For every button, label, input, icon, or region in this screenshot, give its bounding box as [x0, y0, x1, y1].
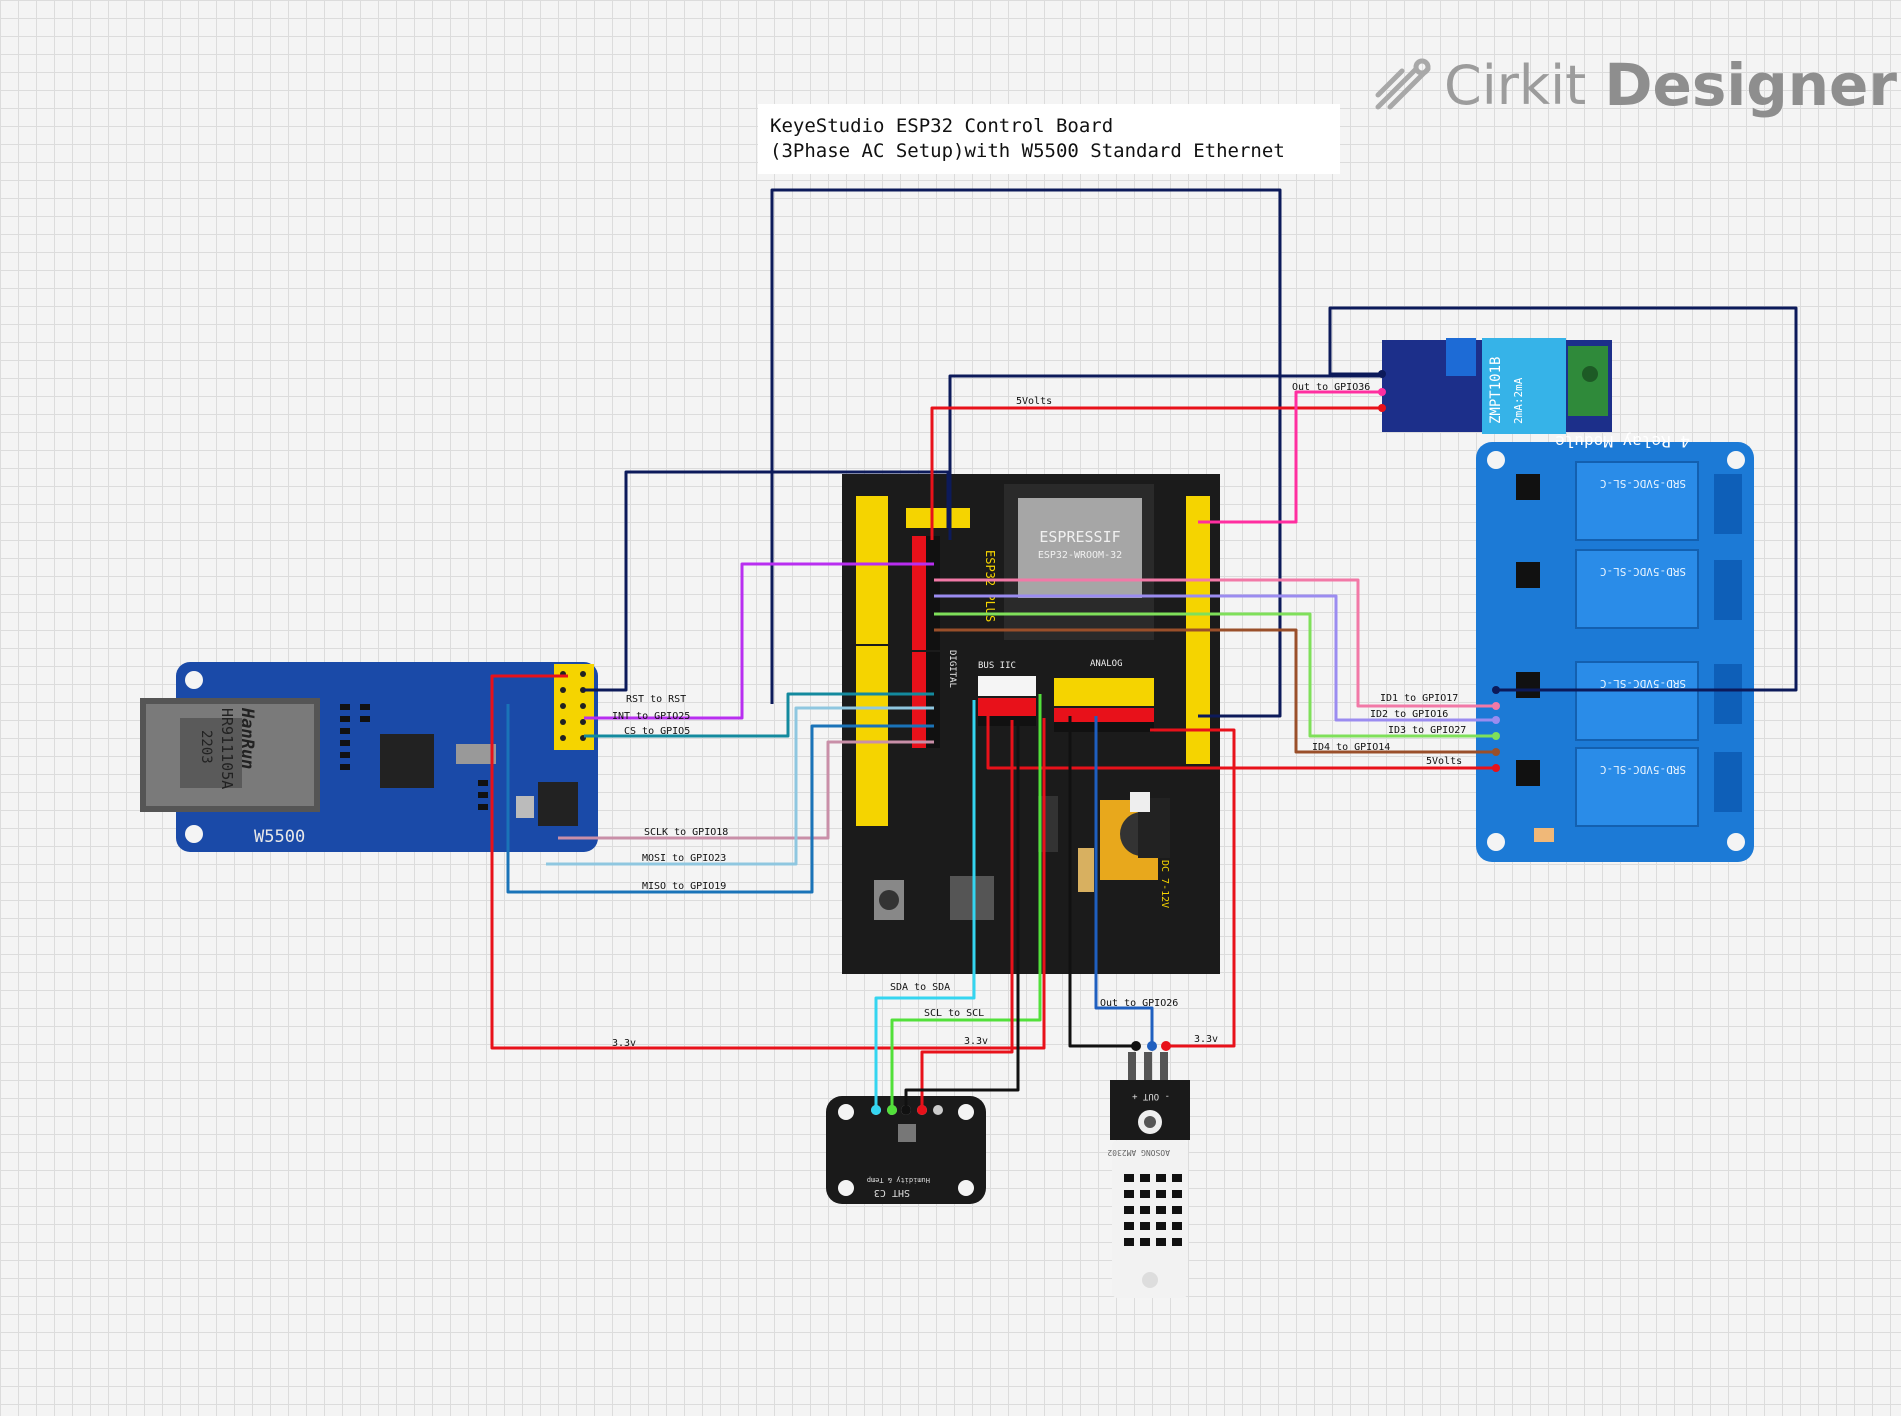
label-id2: ID2 to GPIO16: [1370, 709, 1448, 720]
am2302-pins: - OUT +: [1131, 1091, 1170, 1101]
wire-miso[interactable]: [506, 704, 934, 894]
w5500-module[interactable]: HanRun HR911105A 2203 W5500: [140, 662, 598, 852]
wire-sda[interactable]: [874, 700, 976, 1110]
label-gpio26: Out to GPIO26: [1100, 998, 1178, 1009]
w5500-jack-part: HR911105A: [218, 708, 236, 789]
w5500-jack-brand: HanRun: [237, 707, 257, 769]
wire-scl[interactable]: [890, 694, 1042, 1110]
wire-cs[interactable]: [584, 692, 934, 738]
logo-word-designer: Designer: [1604, 51, 1897, 119]
wire-id4[interactable]: [934, 628, 1496, 754]
esp32-board-label: ESP32 PLUS: [983, 550, 997, 622]
shtc3-name: SHT C3: [874, 1187, 910, 1198]
label-scl: SCL to SCL: [924, 1008, 984, 1019]
wire-mosi[interactable]: [546, 706, 934, 866]
wire-gnd-am2302[interactable]: [1068, 716, 1136, 1048]
label-5v-top: 5Volts: [1016, 396, 1052, 407]
am2302-name: AOSONG AM2302: [1107, 1148, 1170, 1157]
label-mosi: MOSI to GPIO23: [642, 853, 726, 864]
wire-navy-top-loop[interactable]: [770, 188, 1282, 718]
wire-gnd-sht[interactable]: [904, 716, 1020, 1110]
am2302-sensor[interactable]: - OUT + AOSONG AM2302: [1107, 1052, 1190, 1298]
cirkit-logo-icon: [1375, 58, 1431, 110]
label-cs: CS to GPIO5: [624, 726, 690, 737]
wire-id2[interactable]: [934, 594, 1496, 722]
label-sclk: SCLK to GPIO18: [644, 827, 728, 838]
label-5v-relay: 5Volts: [1426, 756, 1462, 767]
wire-sclk[interactable]: [558, 740, 934, 840]
relay-1-label: SRD-5VDC-SL-C: [1600, 477, 1686, 490]
label-sda: SDA to SDA: [890, 982, 950, 993]
shtc3-sub: Humidity & Temp: [867, 1176, 930, 1184]
voltage-sensor-name: ZMPT101B: [1488, 357, 1504, 424]
label-33v-right: 3.3v: [1194, 1034, 1218, 1045]
esp32-analog-label: ANALOG: [1090, 659, 1123, 669]
label-gpio36: Out to GPIO36: [1292, 382, 1370, 393]
label-id4: ID4 to GPIO14: [1312, 742, 1390, 753]
relay-2-label: SRD-5VDC-SL-C: [1600, 565, 1686, 578]
wire-navy-relay-loop[interactable]: [1328, 306, 1798, 692]
label-id1: ID1 to GPIO17: [1380, 693, 1458, 704]
wire-id3[interactable]: [934, 612, 1496, 738]
diagram-title: KeyeStudio ESP32 Control Board (3Phase A…: [758, 104, 1340, 174]
wire-navy-sensor-gnd[interactable]: [948, 374, 1382, 540]
esp32-dc-label: DC 7-12V: [1159, 860, 1170, 908]
label-miso: MISO to GPIO19: [642, 881, 726, 892]
esp32-bus-label: BUS IIC: [978, 661, 1016, 671]
relay-3-label: SRD-5VDC-SL-C: [1600, 677, 1686, 690]
wire-33v-sht[interactable]: [920, 720, 1014, 1110]
esp32-module-model: ESP32-WROOM-32: [1038, 550, 1122, 561]
wire-5v-top[interactable]: [930, 406, 1382, 540]
wire-5v-relay[interactable]: [986, 716, 1496, 770]
cirkit-designer-logo: Cirkit Designer: [1372, 50, 1897, 120]
wire-int[interactable]: [584, 562, 934, 720]
relay-module-name: 4 Relay Module: [1555, 432, 1690, 451]
wire-gpio36[interactable]: [1198, 390, 1382, 524]
wire-33v-am2302[interactable]: [1150, 728, 1236, 1048]
four-relay-module[interactable]: 4 Relay Module SRD-5VDC-SL-C SRD-5VDC-SL…: [1476, 432, 1754, 862]
title-line-2: (3Phase AC Setup)with W5500 Standard Eth…: [770, 140, 1285, 162]
label-33v-left: 3.3v: [612, 1038, 636, 1049]
relay-4-label: SRD-5VDC-SL-C: [1600, 763, 1686, 776]
esp32-control-board[interactable]: ESPRESSIF ESP32-WROOM-32 ESP32 PLUS DIGI…: [842, 474, 1220, 974]
zmpt101b-voltage-sensor[interactable]: ZMPT101B 2mA:2mA: [1382, 338, 1612, 434]
label-33v-mid: 3.3v: [964, 1036, 988, 1047]
wire-id1[interactable]: [934, 578, 1496, 708]
w5500-jack-code: 2203: [198, 730, 214, 764]
logo-word-cirkit: Cirkit: [1444, 53, 1587, 117]
label-rst: RST to RST: [626, 694, 686, 705]
title-line-1: KeyeStudio ESP32 Control Board: [770, 115, 1114, 137]
esp32-digital-label: DIGITAL: [947, 650, 957, 688]
wire-33v-left[interactable]: [490, 674, 1046, 1050]
label-id3: ID3 to GPIO27: [1388, 725, 1466, 736]
label-int: INT to GPIO25: [612, 711, 690, 722]
esp32-module-brand: ESPRESSIF: [1039, 528, 1120, 546]
w5500-module-name: W5500: [254, 827, 305, 847]
voltage-sensor-rating: 2mA:2mA: [1512, 377, 1525, 424]
wire-endpoints: [871, 370, 1500, 1115]
wire-gpio26[interactable]: [1094, 716, 1154, 1046]
wire-rst[interactable]: [584, 470, 950, 692]
